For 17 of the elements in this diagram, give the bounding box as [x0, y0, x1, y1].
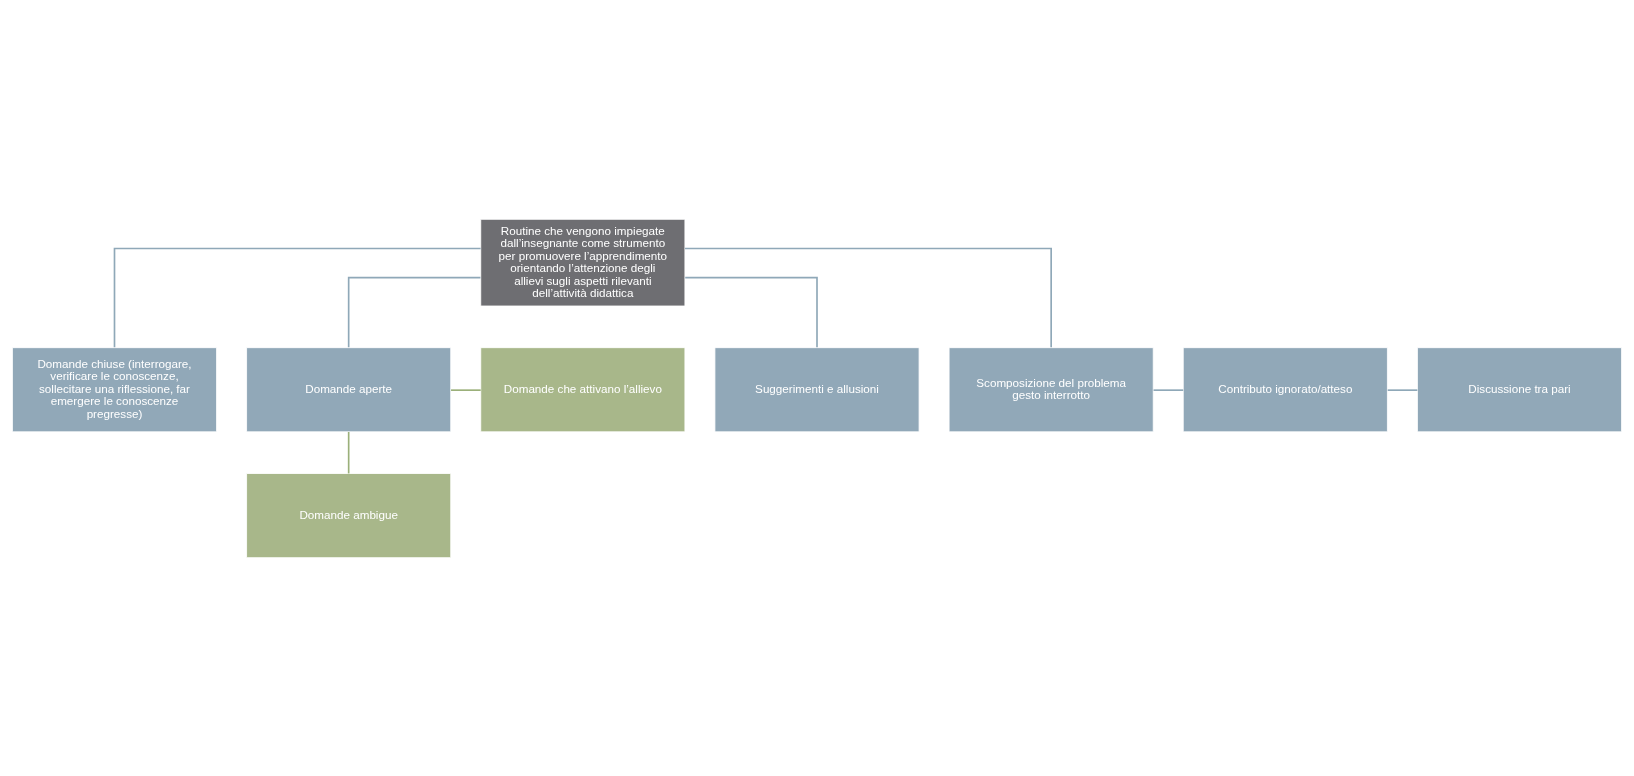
node-box: Routine che vengono impiegate dall’insegnante come strumento per promuovere l’apprendimento orientando l’attenzione degli allievi sugli aspetti rilevanti dell’attività didattica: [480, 218, 686, 306]
node-box: Domande che attivano l’allievo: [480, 346, 686, 432]
node-box: Scomposizione del problema gesto interrotto: [948, 346, 1154, 432]
connector: [1386, 388, 1419, 391]
node-box: Contributo ignorato/atteso: [1182, 346, 1388, 432]
connector: [347, 276, 482, 348]
node-box: Suggerimenti e allusioni: [714, 346, 920, 432]
connector: [1152, 388, 1185, 391]
connector: [113, 247, 482, 348]
connector: [684, 247, 1052, 348]
connector: [684, 276, 818, 348]
connector: [450, 388, 482, 391]
node-box: Domande ambigue: [246, 472, 452, 558]
connector: [347, 430, 350, 474]
node-box: Domande aperte: [246, 346, 452, 432]
node-box: Discussione tra pari: [1417, 346, 1622, 432]
node-box: Domande chiuse (interrogare, verificare le conoscenze, sollecitare una riflessione, far emergere le conoscenze pregresse): [12, 346, 217, 432]
